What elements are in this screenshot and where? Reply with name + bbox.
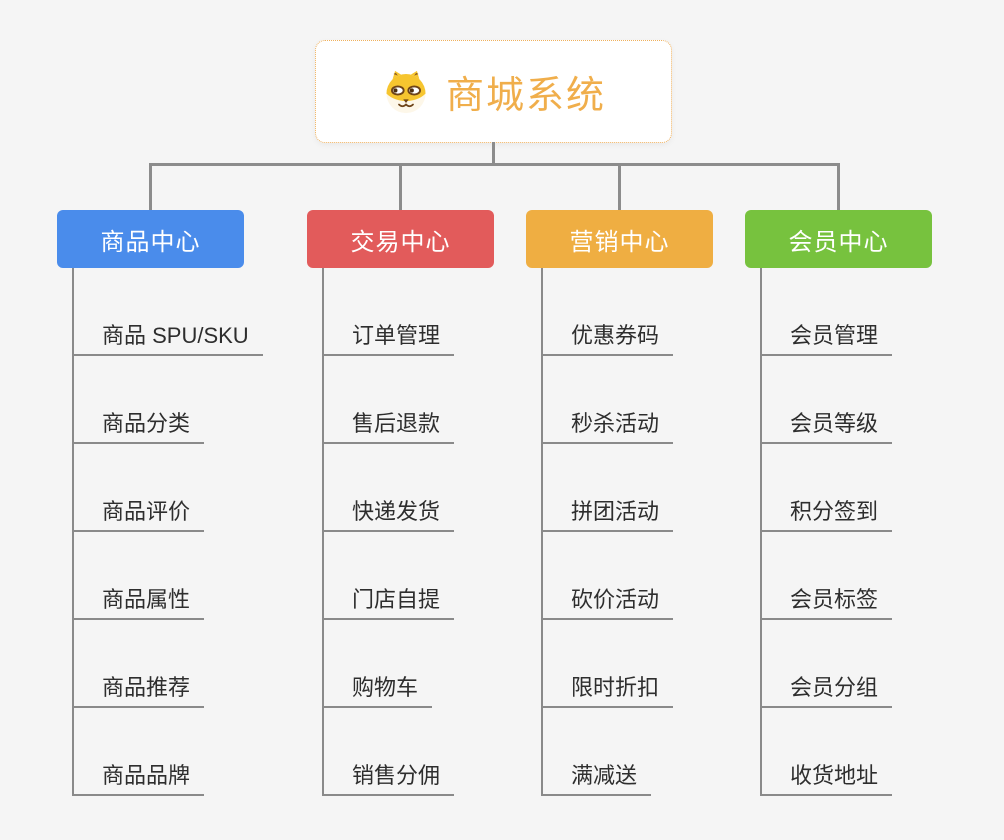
item-product-attribute[interactable]: 商品属性 (74, 532, 205, 620)
branch-items-product-center: 商品 SPU/SKU 商品分类 商品评价 商品属性 商品推荐 商品品牌 (72, 268, 263, 796)
item-product-brand[interactable]: 商品品牌 (74, 708, 205, 796)
branch-header-trade-center[interactable]: 交易中心 (307, 210, 494, 268)
item-member-group[interactable]: 会员分组 (762, 620, 893, 708)
item-coupon-code[interactable]: 优惠券码 (543, 268, 674, 356)
connector-drop-product (149, 163, 152, 210)
branch-items-marketing-center: 优惠券码 秒杀活动 拼团活动 砍价活动 限时折扣 满减送 (541, 268, 674, 796)
item-aftersale-refund[interactable]: 售后退款 (324, 356, 455, 444)
branch-header-member-center[interactable]: 会员中心 (745, 210, 932, 268)
item-shipping-address[interactable]: 收货地址 (762, 708, 893, 796)
item-points-checkin[interactable]: 积分签到 (762, 444, 893, 532)
item-member-tag[interactable]: 会员标签 (762, 532, 893, 620)
branch-trade-center: 交易中心 订单管理 售后退款 快递发货 门店自提 购物车 销售分佣 (307, 210, 547, 796)
item-shopping-cart[interactable]: 购物车 (324, 620, 433, 708)
item-full-reduction[interactable]: 满减送 (543, 708, 652, 796)
item-store-pickup[interactable]: 门店自提 (324, 532, 455, 620)
branch-header-product-center[interactable]: 商品中心 (57, 210, 244, 268)
item-product-category[interactable]: 商品分类 (74, 356, 205, 444)
item-limited-time-discount[interactable]: 限时折扣 (543, 620, 674, 708)
item-order-management[interactable]: 订单管理 (324, 268, 455, 356)
branch-marketing-center: 营销中心 优惠券码 秒杀活动 拼团活动 砍价活动 限时折扣 满减送 (526, 210, 766, 796)
connector-drop-member (837, 163, 840, 210)
item-member-level[interactable]: 会员等级 (762, 356, 893, 444)
dog-face-icon (386, 70, 426, 113)
item-product-review[interactable]: 商品评价 (74, 444, 205, 532)
branch-product-center: 商品中心 商品 SPU/SKU 商品分类 商品评价 商品属性 商品推荐 商品品牌 (57, 210, 297, 796)
item-product-spu-sku[interactable]: 商品 SPU/SKU (74, 268, 263, 356)
connector-horizontal (149, 163, 840, 166)
item-group-buy[interactable]: 拼团活动 (543, 444, 674, 532)
root-title: 商城系统 (445, 75, 606, 117)
item-flash-sale[interactable]: 秒杀活动 (543, 356, 674, 444)
connector-root-stub (492, 142, 495, 164)
branch-header-marketing-center[interactable]: 营销中心 (526, 210, 713, 268)
item-bargain-activity[interactable]: 砍价活动 (543, 532, 674, 620)
root-node-mall-system[interactable]: 商城系统 (315, 40, 672, 143)
branch-member-center: 会员中心 会员管理 会员等级 积分签到 会员标签 会员分组 收货地址 (745, 210, 985, 796)
item-product-recommend[interactable]: 商品推荐 (74, 620, 205, 708)
item-sales-commission[interactable]: 销售分佣 (324, 708, 455, 796)
item-express-shipping[interactable]: 快递发货 (324, 444, 455, 532)
item-member-management[interactable]: 会员管理 (762, 268, 893, 356)
branch-items-member-center: 会员管理 会员等级 积分签到 会员标签 会员分组 收货地址 (760, 268, 893, 796)
connector-drop-trade (399, 163, 402, 210)
connector-drop-marketing (618, 163, 621, 210)
branch-items-trade-center: 订单管理 售后退款 快递发货 门店自提 购物车 销售分佣 (322, 268, 455, 796)
